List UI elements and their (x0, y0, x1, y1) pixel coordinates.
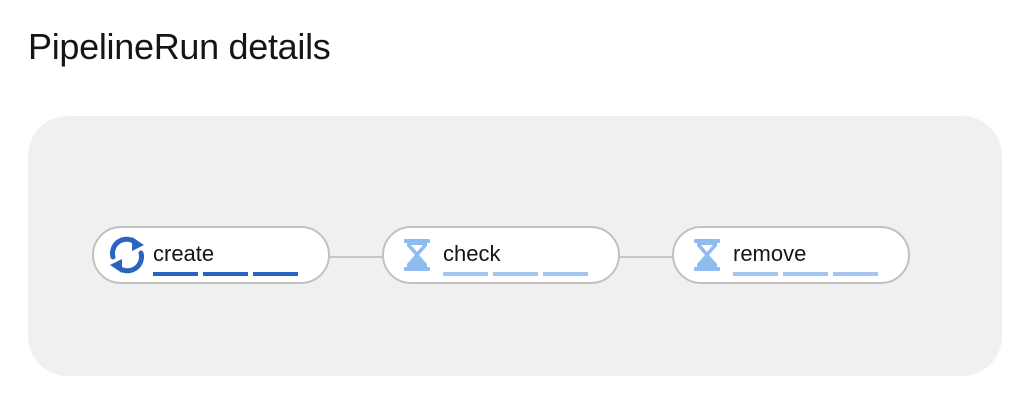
step-progress-check (443, 272, 588, 276)
step-progress-remove (733, 272, 878, 276)
task-label-create: create (153, 241, 215, 266)
task-node-check[interactable]: check (382, 226, 620, 284)
pipeline-graph: create check (28, 116, 1002, 376)
task-node-create[interactable]: create (92, 226, 330, 284)
connector-check-remove (620, 256, 672, 258)
task-node-remove[interactable]: remove (672, 226, 910, 284)
step-bar (443, 272, 488, 276)
step-bar (833, 272, 878, 276)
hourglass-icon (685, 233, 729, 277)
connector-create-check (330, 256, 382, 258)
step-bar (783, 272, 828, 276)
step-bar (253, 272, 298, 276)
step-bar (733, 272, 778, 276)
step-bar (493, 272, 538, 276)
page-title: PipelineRun details (28, 26, 331, 67)
step-bar (543, 272, 588, 276)
task-label-remove: remove (733, 241, 807, 266)
hourglass-icon (395, 233, 439, 277)
step-bar (153, 272, 198, 276)
task-label-check: check (443, 241, 501, 266)
step-bar (203, 272, 248, 276)
sync-icon (105, 233, 149, 277)
step-progress-create (153, 272, 298, 276)
